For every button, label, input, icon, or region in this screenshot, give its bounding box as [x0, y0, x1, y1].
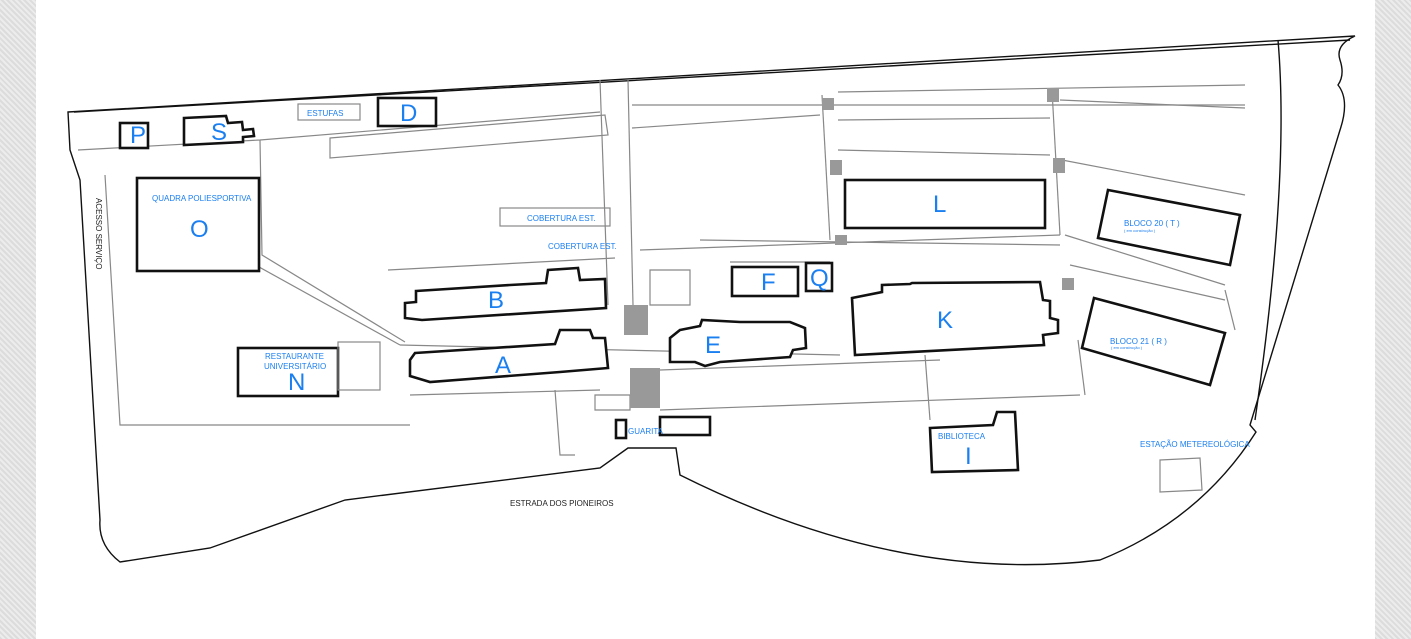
label-f: F [761, 269, 776, 296]
label-estacao: ESTAÇÃO METEREOLÓGICA [1140, 440, 1250, 449]
label-a: A [495, 352, 511, 379]
label-bloco-21: BLOCO 21 ( R ) [1110, 337, 1167, 346]
building-bloco-20[interactable] [1096, 188, 1242, 267]
label-i: I [965, 443, 972, 470]
building-f[interactable] [730, 265, 800, 298]
building-s[interactable] [182, 114, 256, 147]
label-biblioteca: BIBLIOTECA [938, 432, 986, 441]
label-cobertura-2: COBERTURA EST. [548, 242, 617, 251]
label-cobertura-1: COBERTURA EST. [527, 214, 596, 223]
label-k: K [937, 307, 953, 334]
label-o: O [190, 216, 209, 243]
label-q: Q [810, 265, 829, 292]
label-bloco-20-status: ( em construção ) [1124, 228, 1156, 233]
building-e[interactable] [668, 318, 808, 368]
building-b[interactable] [403, 266, 608, 322]
label-estufas: ESTUFAS [307, 109, 343, 118]
label-e: E [705, 332, 721, 359]
label-p: P [130, 122, 146, 149]
label-bloco-21-status: ( em construção ) [1111, 345, 1143, 350]
building-a[interactable] [408, 328, 610, 384]
building-guarita[interactable] [614, 418, 628, 440]
label-n: N [288, 369, 305, 396]
building-q[interactable] [804, 261, 834, 293]
building-l[interactable] [843, 178, 1047, 230]
label-d: D [400, 100, 417, 127]
label-universitario: UNIVERSITÁRIO [264, 362, 326, 371]
label-s: S [211, 119, 227, 146]
building-bloco-21[interactable] [1080, 296, 1227, 387]
label-quadra: QUADRA POLIESPORTIVA [152, 194, 252, 203]
building-p[interactable] [118, 121, 150, 150]
building-gate [658, 415, 712, 437]
building-d[interactable] [376, 96, 438, 128]
building-k[interactable] [850, 280, 1060, 357]
label-l: L [933, 191, 946, 218]
label-b: B [488, 287, 504, 314]
building-i[interactable] [928, 410, 1020, 474]
campus-boundary [67, 35, 1356, 566]
label-bloco-20: BLOCO 20 ( T ) [1124, 219, 1180, 228]
crosswalks [624, 88, 1074, 408]
label-estrada: ESTRADA DOS PIONEIROS [510, 499, 614, 508]
building-o[interactable] [135, 176, 261, 273]
label-acesso: ACESSO SERVIÇO [94, 198, 103, 269]
label-guarita: GUARITA [628, 427, 664, 436]
label-restaurante: RESTAURANTE [265, 352, 324, 361]
